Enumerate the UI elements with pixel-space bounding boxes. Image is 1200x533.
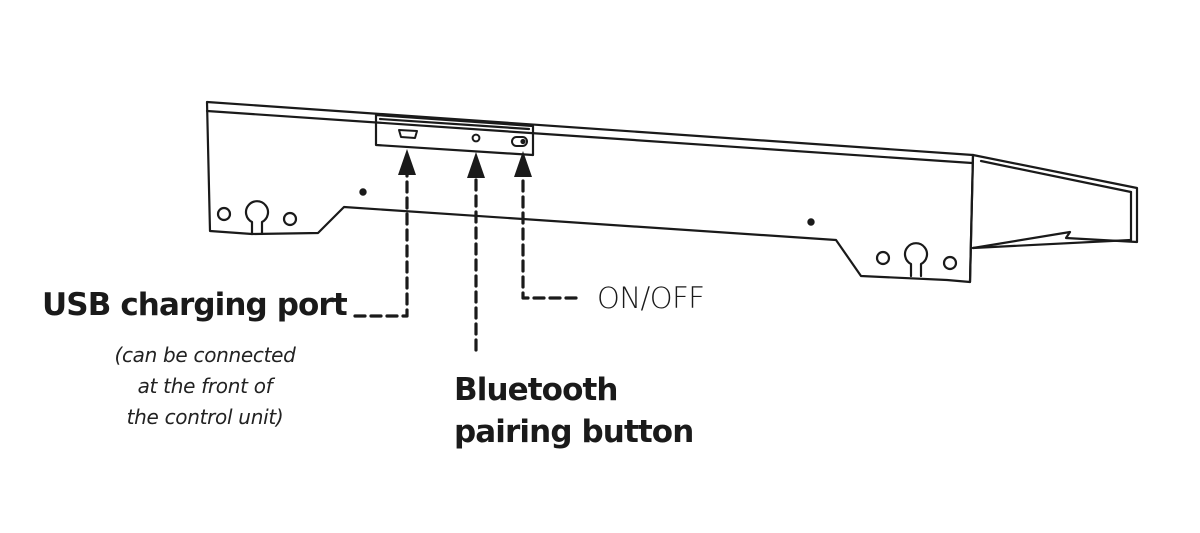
housing-tapered-bottom xyxy=(971,238,1133,250)
usb-port-note-line-3: the control unit) xyxy=(126,405,284,429)
bluetooth-label-line-2: pairing button xyxy=(454,414,694,450)
control-panel-inner-top xyxy=(378,117,531,131)
housing-top-edge xyxy=(205,109,974,165)
right-screw-icon xyxy=(807,218,815,226)
on-off-pointer-arrow xyxy=(514,151,578,300)
right-mount-hole-icon xyxy=(875,250,891,266)
left-screw-icon xyxy=(359,188,367,196)
control-panel-plate xyxy=(374,113,535,157)
usb-port-label: USB charging port xyxy=(42,287,348,323)
bluetooth-pointer-arrow xyxy=(467,152,485,352)
usb-port-note-line-1: (can be connected xyxy=(114,343,296,367)
on-off-switch-icon xyxy=(511,136,528,147)
usb-port-note: (can be connected at the front of the co… xyxy=(80,340,330,433)
bluetooth-label-line-1: Bluetooth xyxy=(454,372,618,408)
usb-port-icon xyxy=(398,129,418,139)
right-keyhole-icon xyxy=(903,242,929,278)
housing-front-panel xyxy=(205,100,975,284)
housing-tapered-section xyxy=(971,153,1139,250)
bluetooth-button-icon xyxy=(471,133,481,143)
left-mount-hole-2-icon xyxy=(282,211,298,227)
usb-pointer-arrow xyxy=(353,149,416,318)
on-off-switch-knob-icon xyxy=(520,138,526,145)
usb-port-note-line-2: at the front of xyxy=(137,374,273,398)
bluetooth-label: Bluetooth pairing button xyxy=(454,369,694,453)
housing-tapered-top xyxy=(979,159,1133,194)
left-keyhole-icon xyxy=(244,200,270,236)
housing-front-edge xyxy=(968,153,975,284)
left-mount-hole-icon xyxy=(216,206,232,222)
on-off-label: ON/OFF xyxy=(597,281,705,315)
right-mount-hole-2-icon xyxy=(942,255,958,271)
